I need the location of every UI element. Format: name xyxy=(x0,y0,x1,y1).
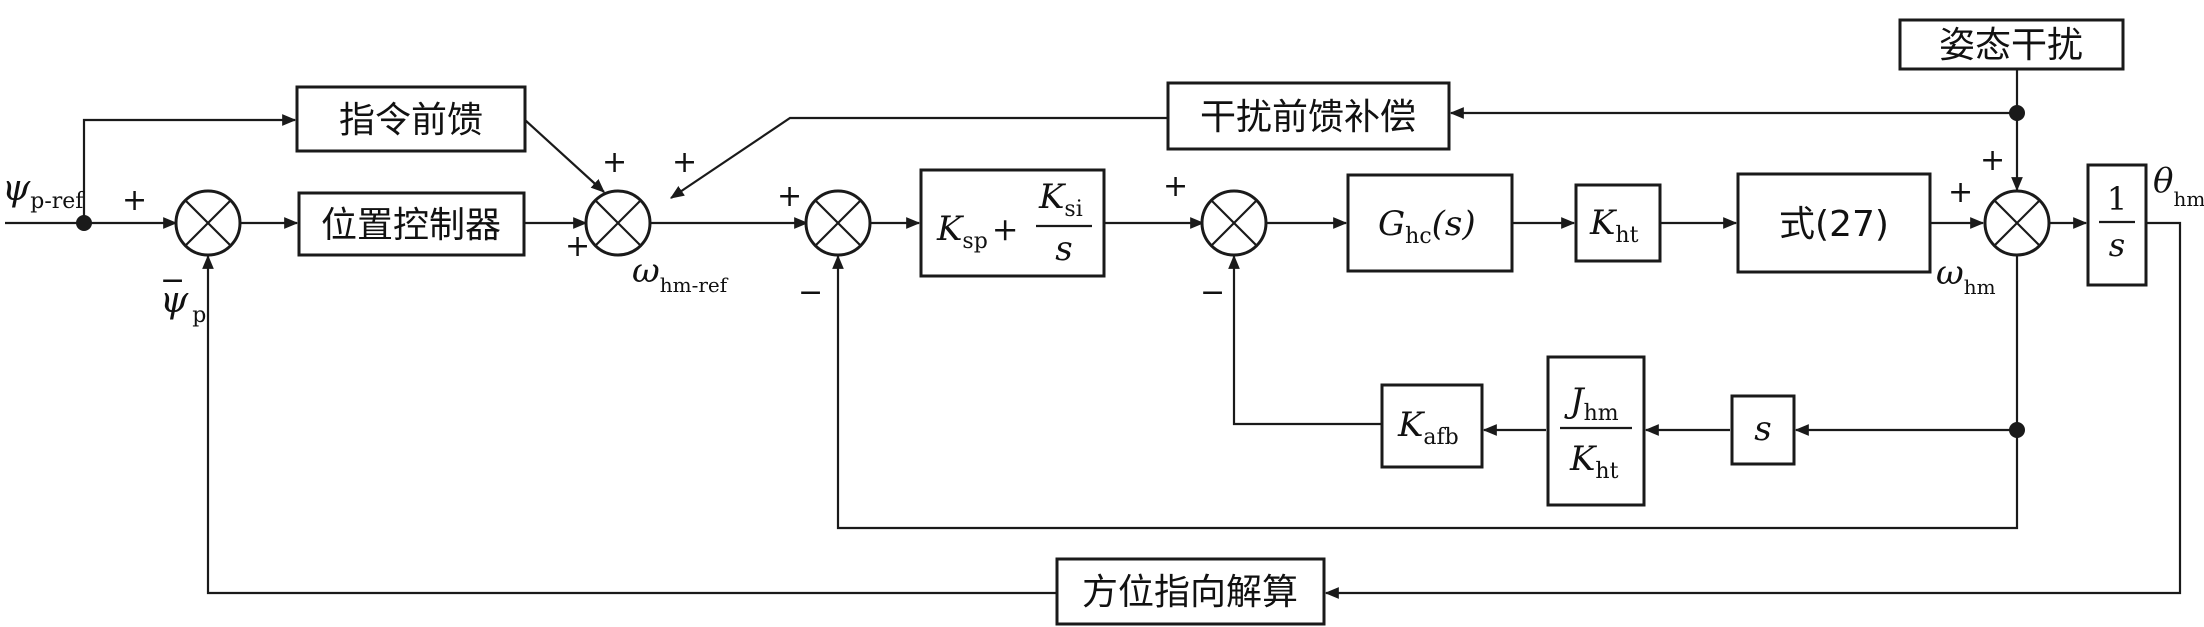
integrator-block: 1 s xyxy=(2086,163,2148,287)
integrator-denominator: s xyxy=(2109,226,2125,264)
sign-minus: − xyxy=(160,263,185,298)
position-controller-label: 位置控制器 xyxy=(321,205,501,246)
sign-plus: + xyxy=(672,145,697,180)
azimuth-pointing-label: 方位指向解算 xyxy=(1082,572,1298,613)
psi-ref-label: ψp-ref xyxy=(2,168,85,214)
inertia-ratio-block: Jhm Kht xyxy=(1546,355,1646,507)
pi-expression: Ksp+ xyxy=(936,209,1019,254)
sign-plus: + xyxy=(565,229,590,264)
pi-controller-block: Ksp+ Ksi s xyxy=(919,168,1106,278)
feedforward-command-block: 指令前馈 xyxy=(295,85,527,153)
attitude-disturbance-block: 姿态干扰 xyxy=(1898,18,2125,71)
pi-numerator: Ksi xyxy=(1038,177,1083,222)
feedforward-command-label: 指令前馈 xyxy=(339,100,483,141)
disturbance-feedforward-label: 干扰前馈补偿 xyxy=(1200,97,1416,138)
sign-plus: + xyxy=(602,145,627,180)
sum-junction-2 xyxy=(584,189,652,257)
junction-dot xyxy=(2009,105,2025,121)
sum-junction-1 xyxy=(174,189,242,257)
sum-junction-5 xyxy=(1983,189,2051,257)
plant-g-label: Ghc(s) xyxy=(1378,204,1476,249)
junction-dot xyxy=(2009,422,2025,438)
position-controller-block: 位置控制器 xyxy=(297,191,526,257)
sign-minus: − xyxy=(1200,275,1225,310)
azimuth-pointing-block: 方位指向解算 xyxy=(1055,557,1326,626)
sign-plus: + xyxy=(1948,175,1973,210)
sign-minus: − xyxy=(798,275,823,310)
theta-hm-label: θhm xyxy=(2153,161,2204,211)
gain-kht-label: Kht xyxy=(1589,203,1639,248)
omega-ref-label: ωhm-ref xyxy=(632,251,729,297)
equation-27-block: 式(27) xyxy=(1736,172,1932,274)
attitude-disturbance-label: 姿态干扰 xyxy=(1939,25,2083,66)
disturbance-feedforward-block: 干扰前馈补偿 xyxy=(1166,81,1451,151)
omega-hm-label: ωhm xyxy=(1936,253,1996,299)
differentiator-label: s xyxy=(1754,409,1771,449)
inertia-numerator: Jhm xyxy=(1564,381,1619,426)
sign-plus: + xyxy=(122,183,147,218)
gain-kht-block: Kht xyxy=(1574,183,1662,263)
plant-g-block: Ghc(s) xyxy=(1346,173,1514,273)
sum-junction-3 xyxy=(804,189,872,257)
gain-kafb-label: Kafb xyxy=(1397,405,1459,450)
signal-wires xyxy=(5,69,2182,599)
gain-kafb-block: Kafb xyxy=(1380,383,1484,469)
junction-dot xyxy=(76,215,92,231)
pi-denominator: s xyxy=(1055,229,1072,269)
sign-plus: + xyxy=(1980,143,2005,178)
sign-plus: + xyxy=(1163,169,1188,204)
integrator-numerator: 1 xyxy=(2107,180,2127,218)
sign-plus: + xyxy=(777,179,802,214)
sum-junction-4 xyxy=(1200,189,1268,257)
inertia-denominator: Kht xyxy=(1569,439,1619,484)
differentiator-block: s xyxy=(1730,394,1796,466)
equation-27-label: 式(27) xyxy=(1779,204,1889,245)
